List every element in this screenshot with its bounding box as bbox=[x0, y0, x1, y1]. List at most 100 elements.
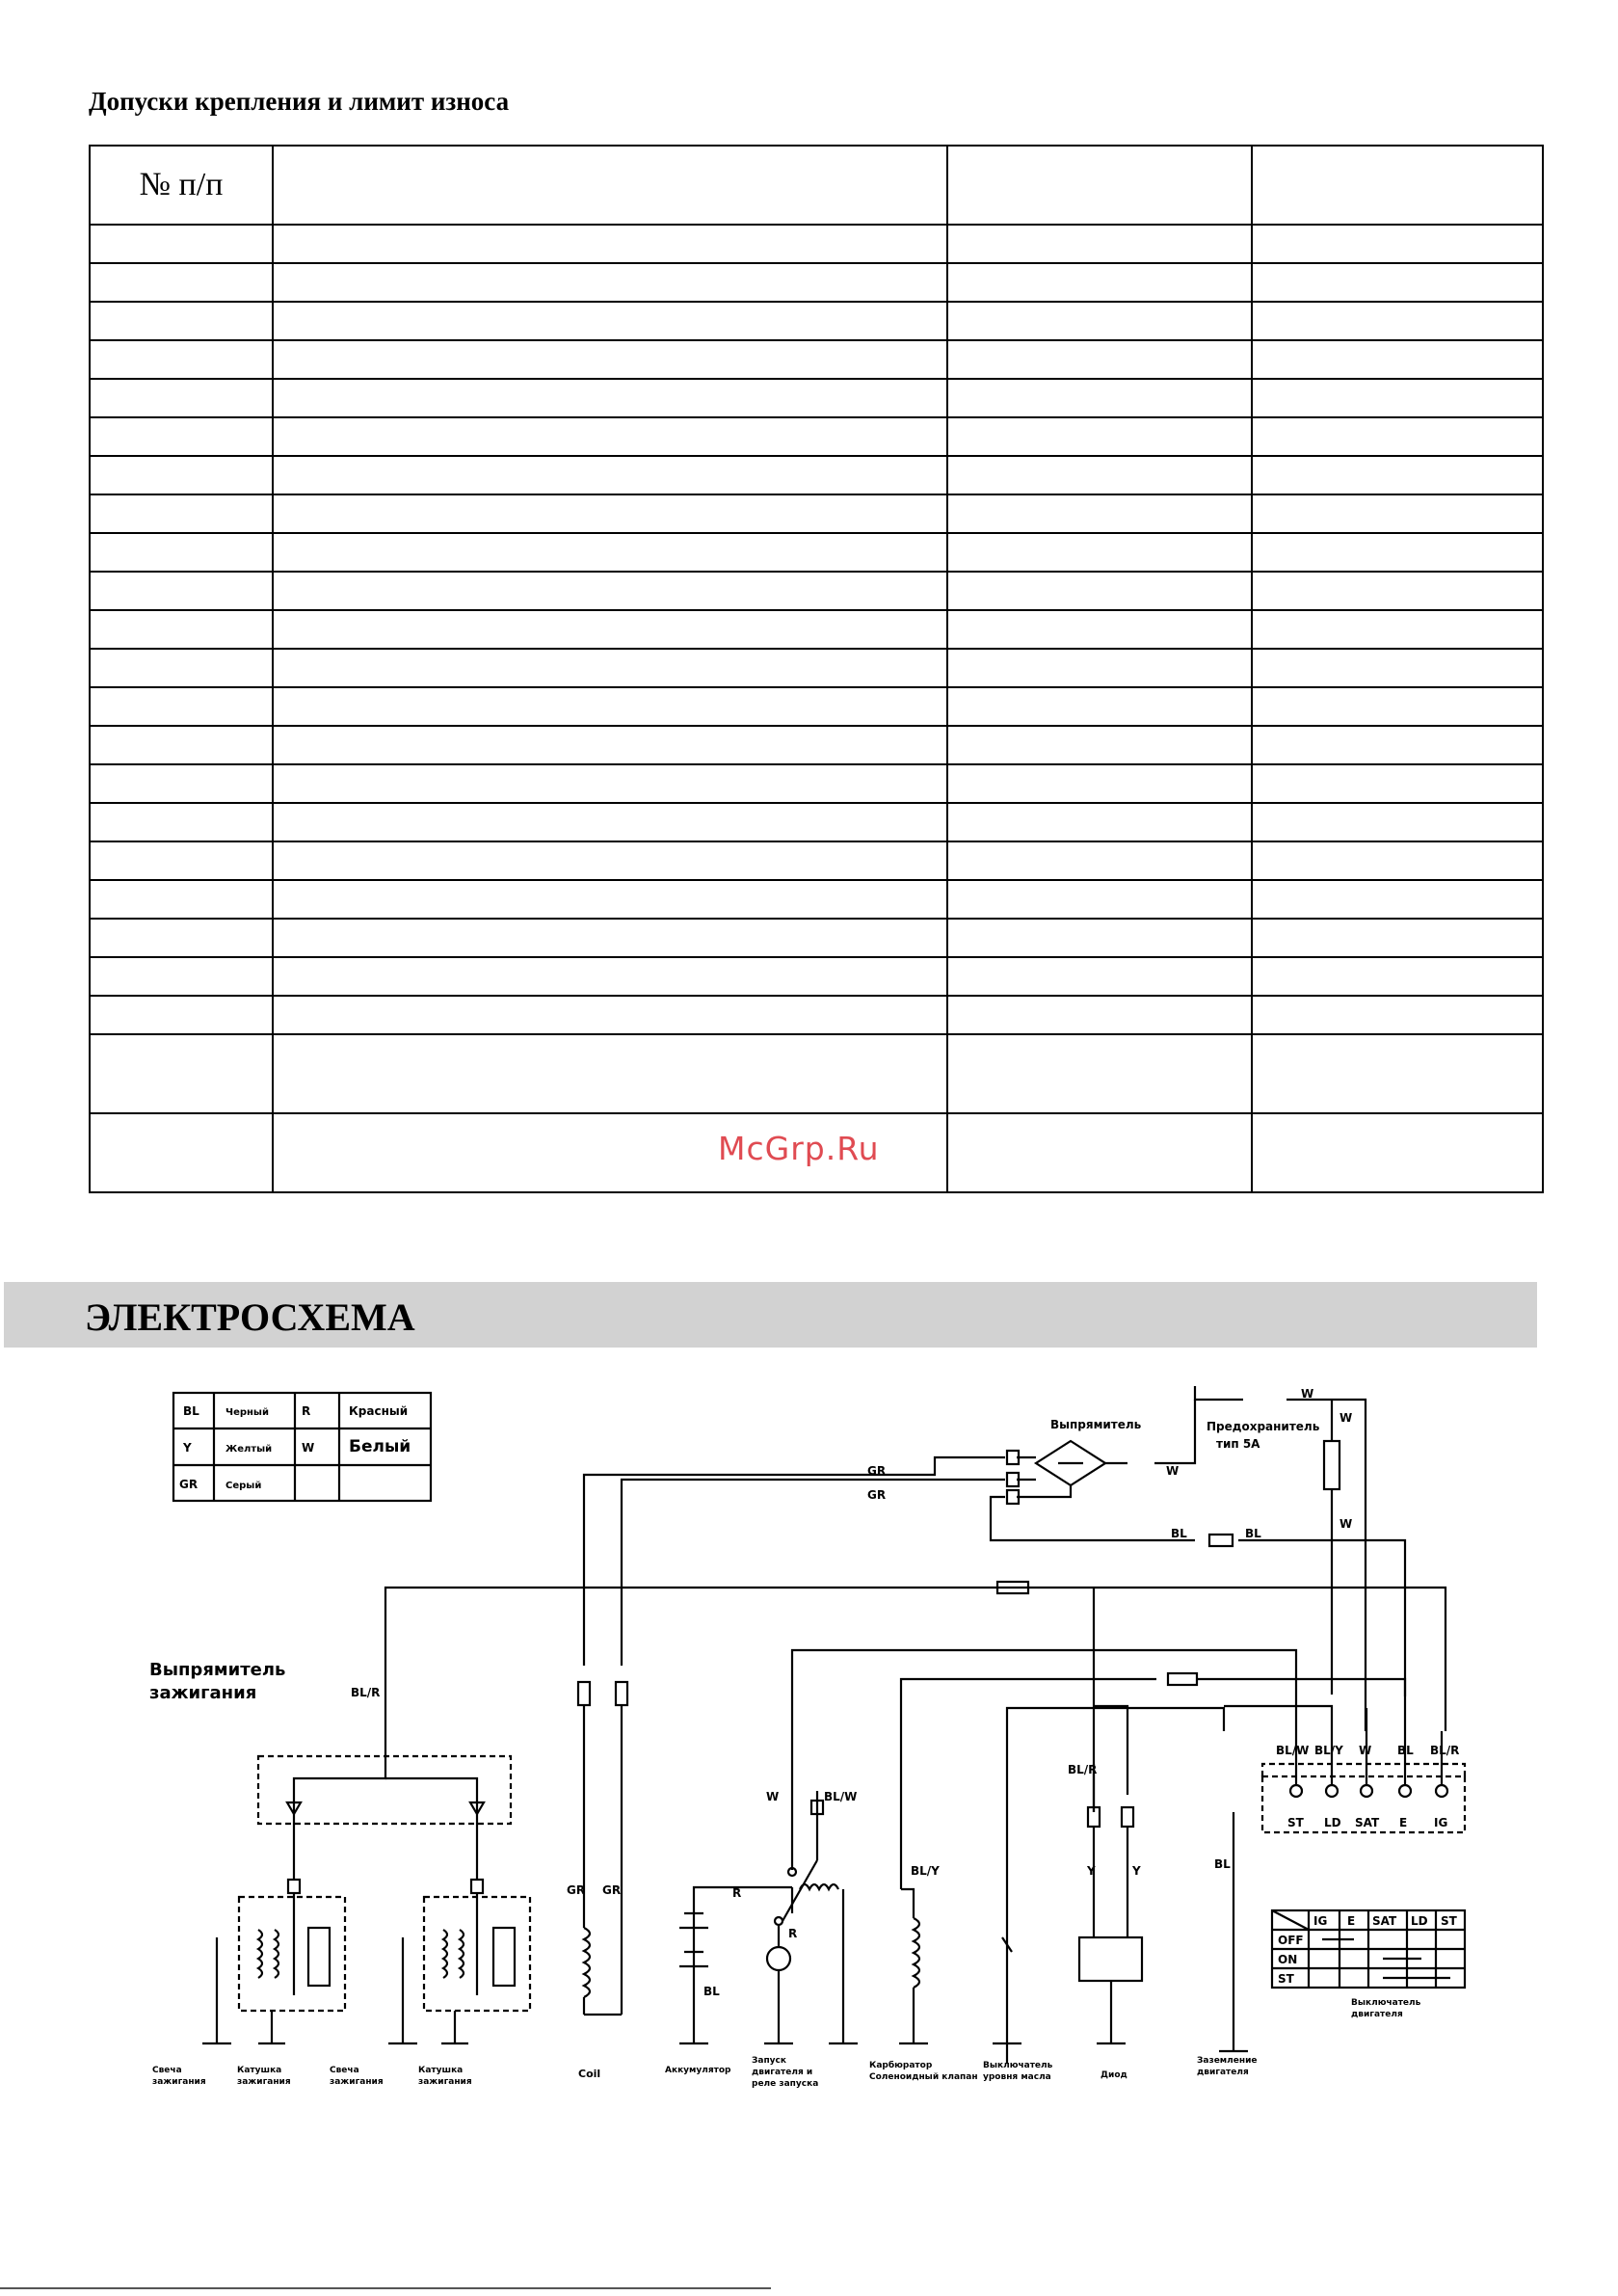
table-cell bbox=[1251, 532, 1544, 573]
table-cell bbox=[946, 339, 1253, 380]
terminal-label-blw: BL/W bbox=[1276, 1744, 1309, 1757]
table-cell bbox=[946, 802, 1253, 842]
legend-y-name: Желтый bbox=[225, 1444, 272, 1455]
table-cell bbox=[1251, 686, 1544, 727]
oil-switch-label-1: Выключатель bbox=[983, 2061, 1053, 2070]
table-cell bbox=[946, 725, 1253, 765]
ground-label-2: двигателя bbox=[1197, 2068, 1249, 2077]
table-cell bbox=[89, 339, 274, 380]
table-cell bbox=[272, 918, 948, 958]
table-row bbox=[89, 494, 1544, 534]
table-cell bbox=[272, 879, 948, 920]
table-cell bbox=[1251, 339, 1544, 380]
table-cell bbox=[946, 455, 1253, 495]
table-cell bbox=[1251, 455, 1544, 495]
table-cell bbox=[272, 416, 948, 457]
table-cell bbox=[89, 494, 274, 534]
switch-col-sat: SAT bbox=[1372, 1914, 1397, 1928]
table-row bbox=[89, 1033, 1544, 1114]
table-cell bbox=[946, 918, 1253, 958]
battery-label: Аккумулятор bbox=[665, 2066, 731, 2075]
table-row bbox=[89, 841, 1544, 881]
ign-coil-label-2a: Катушка bbox=[418, 2066, 463, 2075]
terminal-ld: LD bbox=[1324, 1816, 1341, 1829]
table-cell bbox=[1251, 841, 1544, 881]
table-cell bbox=[946, 378, 1253, 418]
wire-bl-1: BL bbox=[1171, 1527, 1187, 1540]
table-cell bbox=[946, 763, 1253, 804]
table-cell bbox=[272, 571, 948, 611]
table-cell bbox=[1251, 494, 1544, 534]
table-cell bbox=[946, 532, 1253, 573]
legend-gr-code: GR bbox=[179, 1478, 198, 1491]
ign-rectifier-label-1: Выпрямитель bbox=[149, 1660, 285, 1680]
wire-w-1: W bbox=[1166, 1464, 1179, 1478]
table-cell bbox=[89, 725, 274, 765]
wire-y-1: Y bbox=[1086, 1864, 1096, 1878]
table-cell bbox=[272, 224, 948, 264]
table-header-cell: № п/п bbox=[89, 145, 274, 226]
table-cell bbox=[946, 879, 1253, 920]
table-cell bbox=[1251, 262, 1544, 303]
table-cell bbox=[89, 224, 274, 264]
switch-col-st: ST bbox=[1441, 1914, 1458, 1928]
legend-gr-name: Серый bbox=[225, 1481, 261, 1491]
table-cell bbox=[89, 1033, 274, 1114]
table-cell bbox=[89, 455, 274, 495]
table-row bbox=[89, 725, 1544, 765]
table-cell bbox=[89, 841, 274, 881]
fuse-type-label: тип 5А bbox=[1216, 1437, 1260, 1451]
table-cell bbox=[272, 532, 948, 573]
table-cell bbox=[946, 571, 1253, 611]
table-cell bbox=[272, 301, 948, 341]
table-cell bbox=[946, 956, 1253, 997]
table-cell bbox=[1251, 725, 1544, 765]
table-row bbox=[89, 686, 1544, 727]
table-cell bbox=[89, 301, 274, 341]
oil-switch-label-2: уровня масла bbox=[983, 2072, 1051, 2082]
table-cell bbox=[272, 262, 948, 303]
ground-label-1: Заземление bbox=[1197, 2056, 1257, 2066]
wire-bl-3: BL bbox=[1214, 1857, 1231, 1871]
table-cell bbox=[89, 763, 274, 804]
table-cell bbox=[1251, 995, 1544, 1035]
page-title: Допуски крепления и лимит износа bbox=[89, 87, 510, 116]
terminal-sat: SAT bbox=[1355, 1816, 1380, 1829]
wire-r-2: R bbox=[788, 1927, 797, 1940]
carb-label-2: Соленоидный клапан bbox=[869, 2072, 978, 2082]
table-row bbox=[89, 224, 1544, 264]
ign-coil-label-1a: Катушка bbox=[237, 2066, 281, 2075]
wire-blr-1: BL/R bbox=[351, 1686, 380, 1699]
table-cell bbox=[272, 455, 948, 495]
table-cell bbox=[272, 609, 948, 650]
wire-bly-1: BL/Y bbox=[911, 1864, 940, 1878]
table-cell bbox=[89, 532, 274, 573]
table-cell bbox=[1251, 879, 1544, 920]
table-row bbox=[89, 763, 1544, 804]
table-cell bbox=[1251, 763, 1544, 804]
switch-row-st: ST bbox=[1278, 1972, 1295, 1986]
terminal-st: ST bbox=[1287, 1816, 1305, 1829]
legend-bl-code: BL bbox=[183, 1404, 199, 1418]
table-cell bbox=[272, 1112, 948, 1193]
table-cell bbox=[946, 995, 1253, 1035]
table-cell bbox=[272, 841, 948, 881]
legend-y-code: Y bbox=[182, 1441, 192, 1455]
wire-gr-4: GR bbox=[602, 1883, 621, 1897]
wire-gr-3: GR bbox=[567, 1883, 585, 1897]
switch-col-ig: IG bbox=[1313, 1914, 1327, 1928]
table-cell bbox=[272, 378, 948, 418]
table-cell bbox=[89, 609, 274, 650]
table-row bbox=[89, 609, 1544, 650]
legend-r-name: Красный bbox=[349, 1404, 408, 1418]
legend-r-code: R bbox=[302, 1404, 310, 1418]
spark-plug-label-1b: зажигания bbox=[152, 2077, 206, 2087]
terminal-label-bly: BL/Y bbox=[1314, 1744, 1343, 1757]
table-row bbox=[89, 301, 1544, 341]
table-cell bbox=[272, 802, 948, 842]
table-cell bbox=[1251, 224, 1544, 264]
spark-plug-label-2b: зажигания bbox=[330, 2077, 384, 2087]
table-cell bbox=[1251, 918, 1544, 958]
table-cell bbox=[1251, 378, 1544, 418]
table-cell bbox=[272, 995, 948, 1035]
